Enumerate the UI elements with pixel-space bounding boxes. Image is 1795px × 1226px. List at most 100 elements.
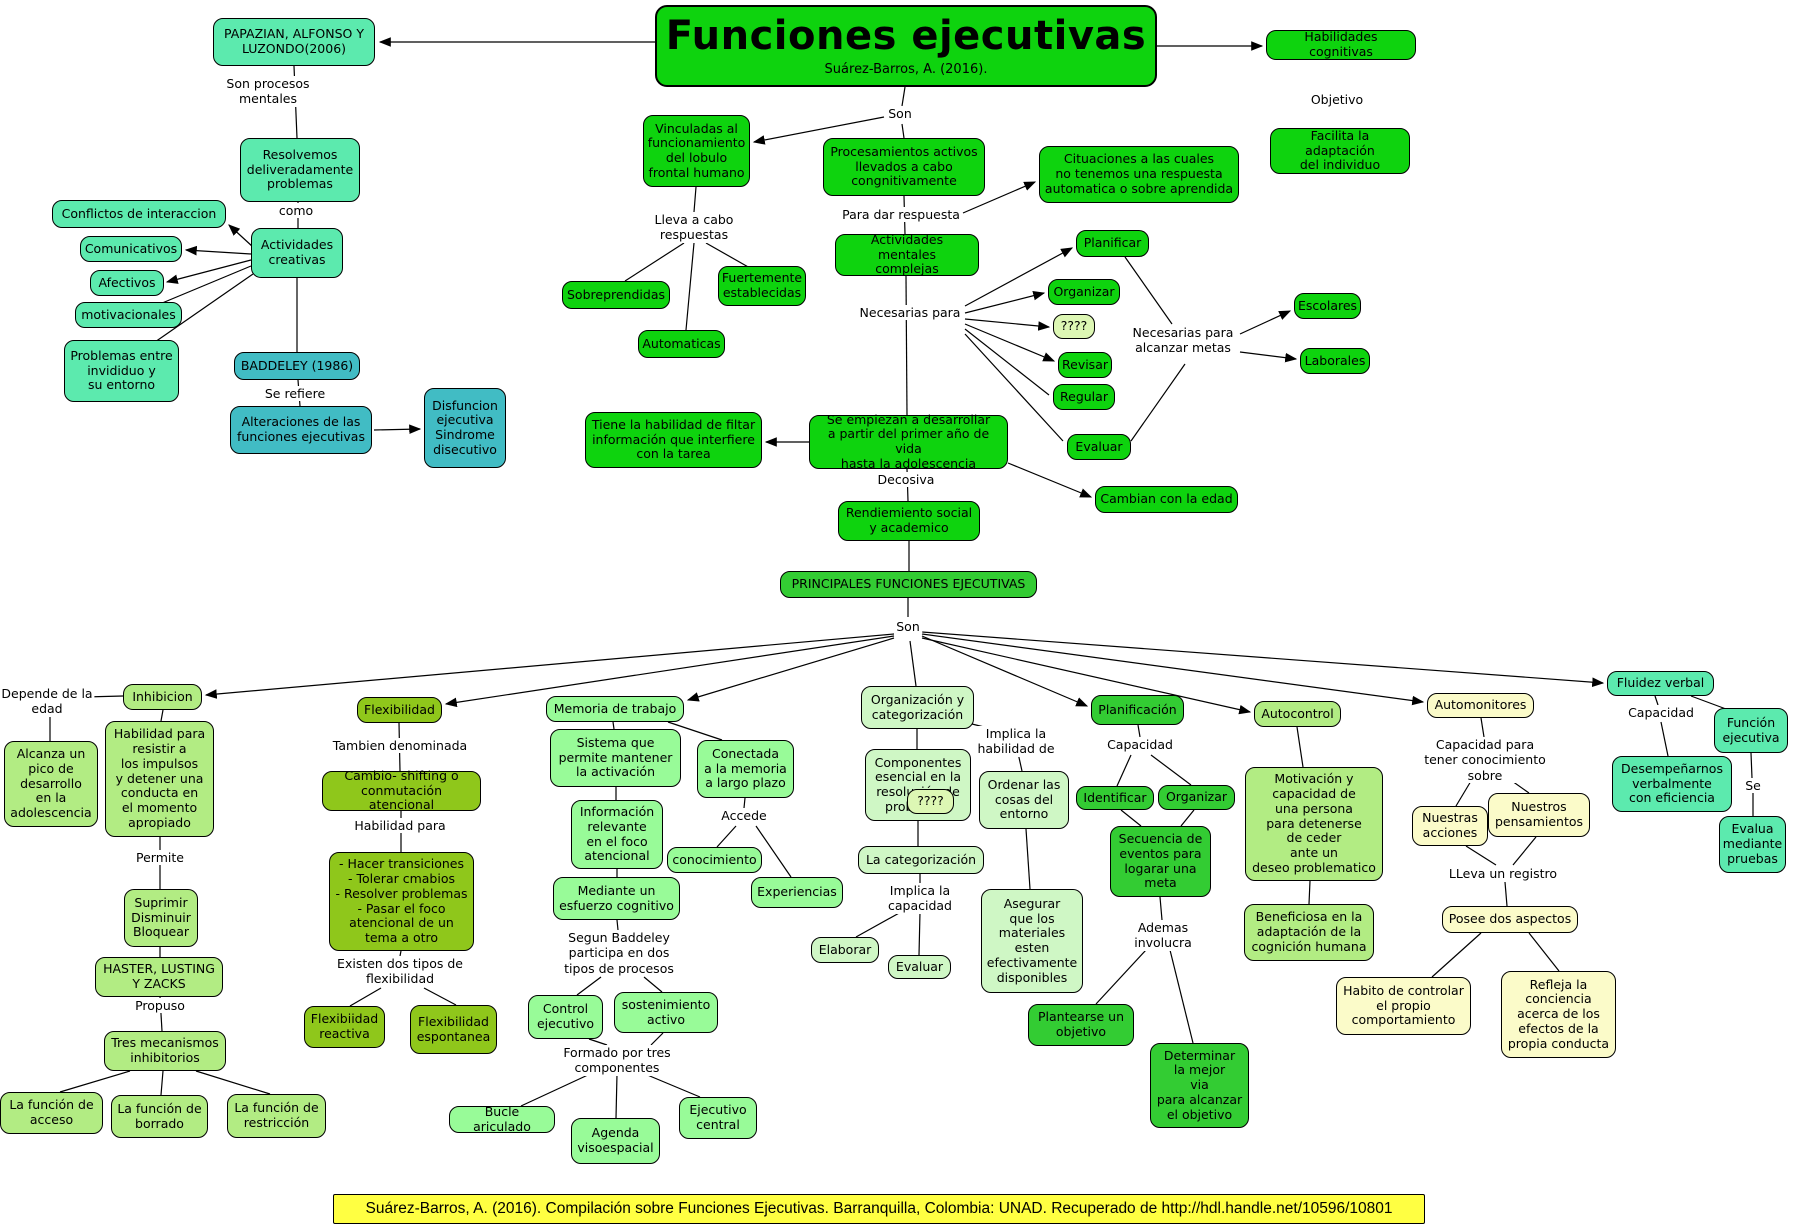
node-funcion-ejecutiva: Función ejecutiva [1714, 708, 1788, 753]
link-label-lleva-registro: LLeva un registro [1446, 866, 1560, 882]
node-posee: Posee dos aspectos [1442, 906, 1578, 933]
node-control-ejecutivo: Control ejecutivo [528, 995, 603, 1039]
node-beneficiosa: Beneficiosa en la adaptación de la cogni… [1244, 904, 1374, 961]
node-autocontrol: Autocontrol [1254, 701, 1341, 727]
node-planificacion: Planificación [1091, 695, 1184, 725]
link-label-como: como [276, 203, 316, 219]
link-label-necesarias-metas: Necesarias para alcanzar metas [1130, 325, 1236, 356]
node-habilidad-resistir: Habilidad para resistir a los impulsos y… [105, 721, 214, 837]
link-label-capacidad-conocimiento: Capacidad para tener conocimiento sobre [1422, 737, 1548, 783]
node-flexibilidad-espontanea: Flexibilidad espontanea [410, 1005, 497, 1054]
node-tres-mecanismos: Tres mecanismos inhibitorios [104, 1031, 226, 1071]
node-conflictos: Conflictos de interaccion [52, 200, 226, 228]
node-rendiemiento: Rendiemiento social y academico [838, 501, 980, 541]
node-plantearse: Plantearse un objetivo [1028, 1004, 1134, 1046]
node-motivacion: Motivación y capacidad de una persona pa… [1245, 767, 1383, 881]
node-nuestros-pensamientos: Nuestros pensamientos [1488, 793, 1590, 837]
node-disfuncion: Disfuncion ejecutiva Sindrome disecutivo [424, 388, 506, 468]
link-label-segun-baddeley: Segun Baddeley participa en dos tipos de… [562, 930, 676, 976]
node-sobreprendidas: Sobreprendidas [562, 281, 670, 309]
node-ejecutivo-central: Ejecutivo central [679, 1097, 757, 1139]
node-funcion-borrado: La función de borrado [111, 1095, 208, 1138]
link-label-para-dar: Para dar respuesta [840, 207, 962, 223]
node-revisar: Revisar [1058, 352, 1112, 378]
node-cituaciones: Cituaciones a las cuales no tenemos una … [1039, 146, 1239, 203]
node-unknown-1: ???? [1053, 314, 1095, 339]
node-planificar: Planificar [1076, 230, 1149, 257]
link-label-tambien: Tambien denominada [330, 738, 470, 754]
node-fluidez-verbal: Fluidez verbal [1607, 671, 1714, 696]
node-resolvemos: Resolvemos deliveradamente problemas [240, 138, 360, 202]
node-la-categorizacion: La categorización [858, 846, 984, 874]
node-vinculadas: Vinculadas al funcionamiento del lobulo … [643, 115, 750, 187]
link-label-son-procesos: Son procesos mentales [224, 76, 312, 107]
node-afectivos: Afectivos [90, 270, 164, 296]
node-unknown-2: ???? [907, 789, 954, 814]
node-evalua-pruebas: Evalua mediante pruebas [1719, 816, 1786, 873]
node-conocimiento: conocimiento [667, 847, 762, 873]
node-cambian: Cambian con la edad [1095, 486, 1238, 513]
citation-bar: Suárez-Barros, A. (2016). Compilación so… [333, 1194, 1425, 1224]
node-regular: Regular [1053, 384, 1115, 410]
node-funcion-restriccion: La función de restricción [227, 1094, 326, 1138]
node-determinar: Determinar la mejor via para alcanzar el… [1150, 1043, 1249, 1128]
node-principales: PRINCIPALES FUNCIONES EJECUTIVAS [780, 571, 1037, 598]
link-label-son-1: Son [886, 106, 914, 122]
node-tiene-habilidad: Tiene la habilidad de filtar información… [585, 412, 762, 468]
node-actividades-creativas: Actividades creativas [251, 228, 343, 278]
link-label-habilidad-para: Habilidad para [352, 818, 448, 834]
node-secuencia: Secuencia de eventos para logarar una me… [1110, 826, 1211, 897]
link-label-formado: Formado por tres componentes [561, 1045, 673, 1076]
node-refleja: Refleja la conciencia acerca de los efec… [1501, 971, 1616, 1058]
node-facilita: Facilita la adaptación del individuo [1270, 128, 1410, 174]
node-asegurar: Asegurar que los materiales esten efecti… [981, 889, 1083, 993]
node-suprimir: Suprimir Disminuir Bloquear [124, 889, 198, 947]
link-label-necesarias-para: Necesarias para [857, 305, 963, 321]
node-desempenarnos: Desempeñarnos verbalmente con eficiencia [1612, 756, 1732, 812]
node-habito: Habito de controlar el propio comportami… [1336, 977, 1471, 1035]
link-label-se-refiere: Se refiere [262, 386, 328, 402]
link-label-capacidad-1: Capacidad [1105, 737, 1175, 753]
link-label-capacidad-2: Capacidad [1626, 705, 1696, 721]
node-ordenar: Ordenar las cosas del entorno [979, 771, 1069, 829]
link-label-lleva-cabo: Lleva a cabo respuestas [652, 212, 736, 243]
node-escolares: Escolares [1294, 293, 1361, 319]
link-label-son-2: Son [894, 619, 922, 635]
link-label-accede: Accede [719, 808, 769, 824]
node-identificar: Identificar [1076, 786, 1154, 810]
node-funcion-acceso: La función de acceso [0, 1092, 103, 1134]
link-label-depende-edad: Depende de la edad [0, 686, 95, 717]
node-motivacionales: motivacionales [75, 302, 182, 328]
node-sostenimiento-activo: sostenimiento activo [614, 992, 718, 1033]
link-label-ademas: Ademas involucra [1132, 920, 1194, 951]
link-label-propuso: Propuso [133, 998, 187, 1014]
node-elaborar: Elaborar [811, 937, 879, 963]
node-evaluar-2: Evaluar [888, 955, 951, 979]
node-actividades-mentales: Actividades mentales complejas [835, 232, 979, 276]
node-papazian: PAPAZIAN, ALFONSO Y LUZONDO(2006) [213, 18, 375, 66]
node-flexibilidad: Flexibilidad [357, 697, 442, 723]
node-haster: HASTER, LUSTING Y ZACKS [95, 957, 223, 997]
link-label-existen-tipos: Existen dos tipos de flexibilidad [335, 956, 465, 987]
node-alcanza: Alcanza un pico de desarrollo en la adol… [4, 741, 98, 827]
node-alteraciones: Alteraciones de las funciones ejecutivas [230, 406, 372, 454]
node-organizacion-categorizacion: Organización y categorización [861, 686, 974, 729]
node-problemas-entorno: Problemas entre invididuo y su entorno [64, 340, 179, 402]
node-mediante-esfuerzo: Mediante un esfuerzo cognitivo [553, 877, 680, 920]
node-fuertemente: Fuertemente establecidas [718, 266, 806, 306]
node-habilidades-cognitivas: Habilidades cognitivas [1266, 29, 1416, 60]
link-label-implica-capacidad: Implica la capacidad [885, 883, 955, 914]
node-se-empiezan: Se empiezan a desarrollar a partir del p… [809, 412, 1008, 471]
node-transiciones: - Hacer transiciones - Tolerar cmabios -… [329, 852, 474, 951]
node-laborales: Laborales [1300, 348, 1370, 374]
node-comunicativos: Comunicativos [80, 236, 182, 262]
node-cambio-shifting: Cambio- shifting o conmutación atenciona… [322, 768, 481, 812]
node-flexibiidad-reactiva: Flexibiidad reactiva [304, 1006, 385, 1048]
link-label-decosiva: Decosiva [875, 472, 937, 488]
node-automonitores: Automonitores [1427, 693, 1534, 718]
node-inhibicion: Inhibicion [123, 684, 202, 710]
node-agenda-visoespacial: Agenda visoespacial [571, 1118, 660, 1164]
link-label-objetivo: Objetivo [1308, 92, 1366, 108]
node-baddeley: BADDELEY (1986) [234, 352, 360, 380]
node-informacion-relevante: Información relevante en el foco atencio… [571, 800, 663, 869]
